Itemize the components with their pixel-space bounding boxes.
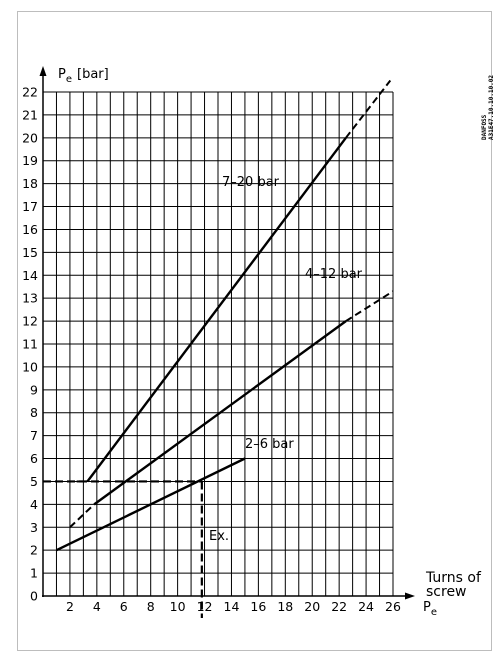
- x-tick-label: 16: [250, 599, 266, 614]
- y-tick-label: 2: [30, 543, 38, 558]
- series-lines: [43, 79, 394, 618]
- series-line-1: [93, 320, 347, 506]
- series-label-7-20: 7–20 bar: [222, 175, 280, 190]
- y-tick-label: 19: [22, 153, 38, 168]
- x-tick-label: 14: [224, 599, 240, 614]
- y-tick-label: 7: [30, 428, 38, 443]
- x-tick-label: 10: [170, 599, 186, 614]
- x-axis-label-line2: screw: [426, 584, 467, 600]
- y-tick-label: 14: [22, 268, 38, 283]
- series-label-4-12: 4–12 bar: [305, 267, 363, 282]
- x-tick-label: 20: [304, 599, 320, 614]
- y-tick-label: 18: [22, 176, 38, 191]
- series-line-0: [86, 137, 347, 483]
- y-tick-label: 12: [22, 314, 38, 329]
- x-tick-label: 4: [93, 599, 101, 614]
- y-axis-label: Pe[bar]: [58, 67, 109, 85]
- y-tick-label: 10: [22, 359, 38, 374]
- y-tick-label: 0: [30, 589, 38, 604]
- x-tick-label: 22: [331, 599, 347, 614]
- x-tick-label: 2: [66, 599, 74, 614]
- y-tick-label: 4: [30, 497, 38, 512]
- y-tick-label: 6: [30, 451, 38, 466]
- svg-text:A31E47.10.10.10.02: A31E47.10.10.10.02: [488, 75, 495, 140]
- danfoss-stamp: DANFOSS A31E47.10.10.10.02: [481, 75, 495, 140]
- example-label: Ex.: [209, 529, 229, 544]
- y-tick-label: 3: [30, 520, 38, 535]
- y-tick-label: 1: [30, 566, 38, 581]
- y-tick-label: 15: [22, 245, 38, 260]
- x-tick-label: 8: [147, 599, 155, 614]
- x-tick-label: 26: [385, 599, 401, 614]
- axes: [39, 66, 415, 600]
- x-axis-label-pe: Pe: [423, 600, 437, 618]
- y-tick-label: 8: [30, 405, 38, 420]
- series-line-2: [55, 457, 246, 552]
- grid: [43, 91, 394, 596]
- x-tick-label: 24: [358, 599, 374, 614]
- y-tick-label: 17: [22, 199, 38, 214]
- series-dashed-1: [69, 503, 95, 528]
- y-tick-label: 5: [30, 474, 38, 489]
- y-tick-label: 9: [30, 382, 38, 397]
- x-axis-arrow: [405, 592, 415, 600]
- y-tick-label: 16: [22, 222, 38, 237]
- x-tick-label: 12: [197, 599, 213, 614]
- x-tick-label: 6: [120, 599, 128, 614]
- y-tick-label: 13: [22, 291, 38, 306]
- series-dashed-0: [345, 79, 392, 139]
- x-axis-label-line1: Turns of: [425, 570, 482, 586]
- series-dashed-1: [345, 290, 394, 322]
- y-tick-label: 21: [22, 107, 38, 122]
- y-tick-label: 22: [22, 85, 38, 100]
- svg-text:DANFOSS: DANFOSS: [481, 114, 488, 140]
- x-tick-label: 18: [277, 599, 293, 614]
- y-tick-label: 20: [22, 130, 38, 145]
- series-label-2-6: 2–6 bar: [245, 437, 294, 452]
- y-axis-arrow: [39, 66, 47, 76]
- chart-frame: [17, 11, 492, 651]
- y-tick-label: 11: [22, 337, 38, 352]
